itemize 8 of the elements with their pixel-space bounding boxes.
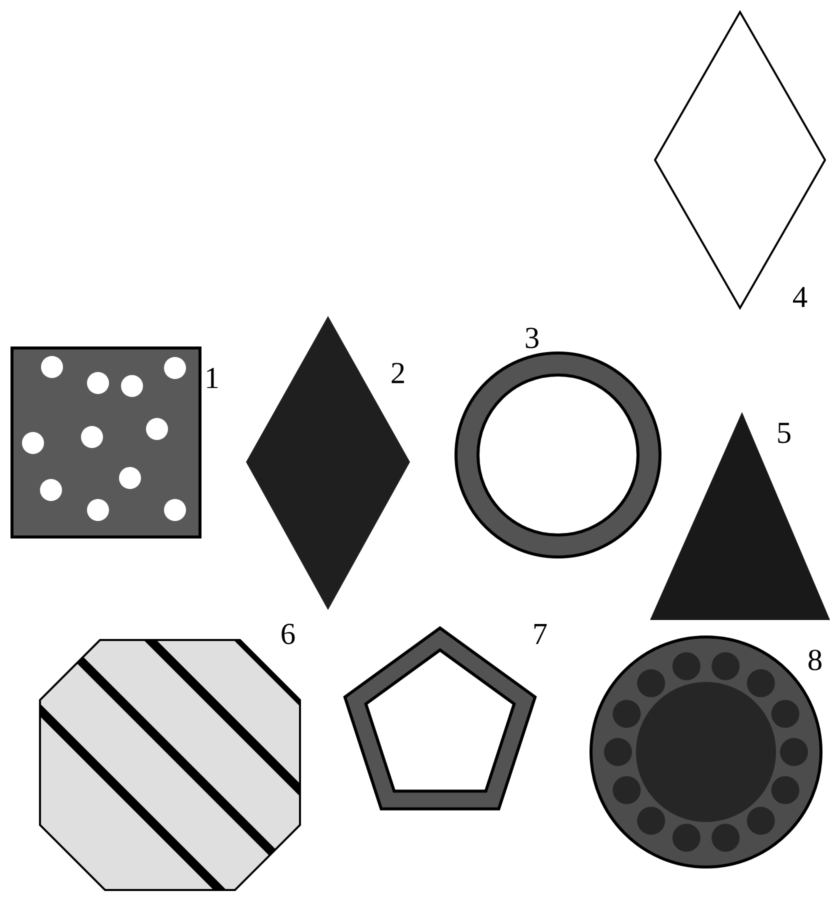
shape-number: 3	[526, 328, 538, 348]
shape-number: 2	[392, 362, 404, 384]
shape-number: 6	[282, 624, 295, 644]
shape-number: 5	[778, 422, 790, 444]
shape-number: 1	[207, 368, 218, 388]
shape-number: 8	[808, 650, 822, 670]
shape-number: 7	[534, 624, 547, 644]
shape-number: 4	[792, 286, 808, 308]
